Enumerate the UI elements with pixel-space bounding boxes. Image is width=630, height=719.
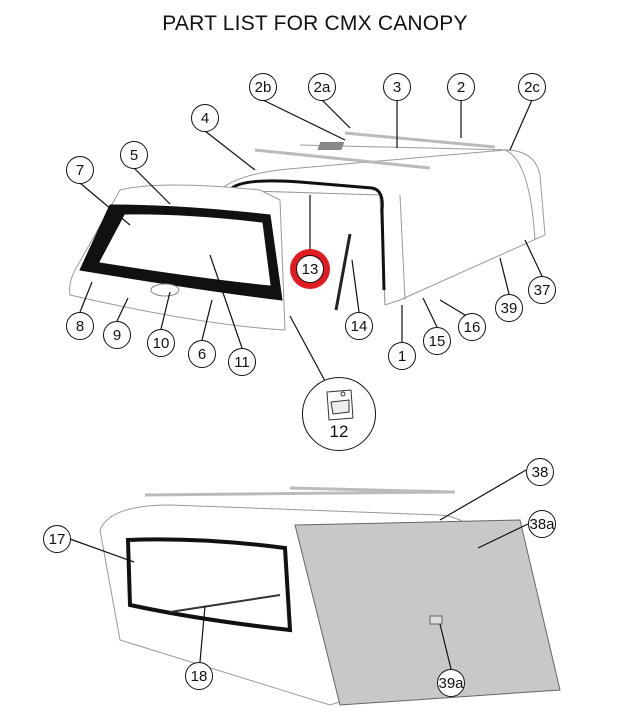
part-callout-39: 39 [495,294,523,322]
part-callout-15: 15 [423,327,451,355]
part-callout-2a: 2a [308,73,336,101]
part-callout-1: 1 [388,342,416,370]
part-callout-2b: 2b [249,73,277,101]
part-callout-14: 14 [345,312,373,340]
part-callout-18: 18 [185,662,213,690]
part-callout-2: 2 [447,73,475,101]
part-callout-16: 16 [458,313,486,341]
part-callout-9: 9 [103,321,131,349]
part-callout-11: 11 [228,348,256,376]
part-callout-13: 13 [296,255,324,283]
part-callout-39a: 39a [437,669,465,697]
detail-callout-12: 12 [302,377,376,451]
part-callout-4: 4 [191,104,219,132]
part-callout-5: 5 [120,141,148,169]
part-callout-2c: 2c [518,73,546,101]
part-callout-38a: 38a [528,510,556,538]
part-callout-8: 8 [66,312,94,340]
part-callout-37: 37 [528,276,556,304]
part-callout-7: 7 [66,156,94,184]
part-callout-17: 17 [43,525,71,553]
part-callout-38: 38 [526,458,554,486]
diagram-title: PART LIST FOR CMX CANOPY [162,12,468,35]
part-callout-10: 10 [147,329,175,357]
latch-detail-icon [326,389,354,421]
detail-label: 12 [329,422,349,441]
part-callout-3: 3 [383,73,411,101]
part-callout-6: 6 [188,340,216,368]
